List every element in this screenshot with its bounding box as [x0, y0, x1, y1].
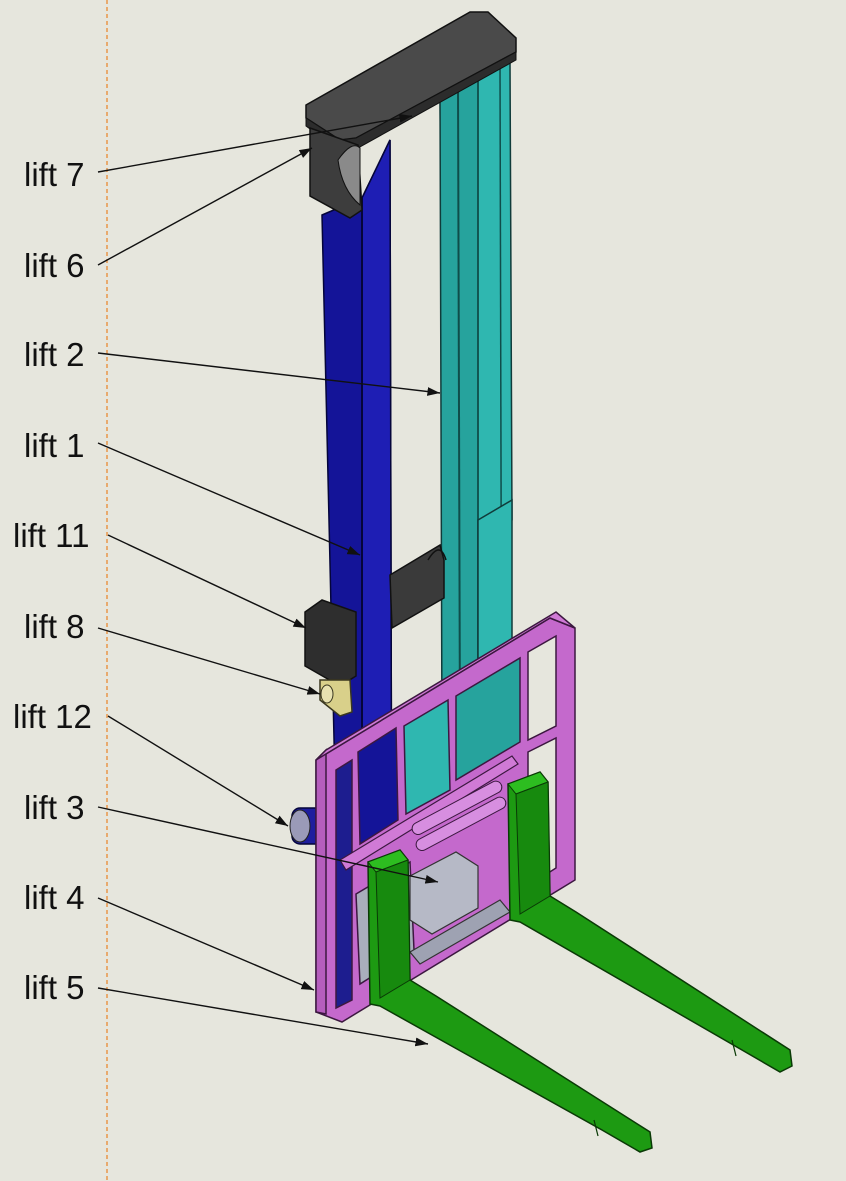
leader-lift-1 — [97, 442, 361, 556]
leader-lift-6 — [97, 147, 313, 266]
leader-lines — [97, 113, 441, 1047]
leader-lift-3 — [97, 806, 439, 884]
load-block — [409, 851, 511, 965]
leader-lift-5 — [97, 987, 429, 1047]
label-lift-7: lift 7 — [24, 156, 85, 193]
carriage-crossbars — [339, 755, 519, 871]
label-lift-3: lift 3 — [24, 789, 85, 826]
leader-lift-12 — [107, 715, 289, 827]
leader-lift-11 — [107, 534, 307, 629]
top-plate — [305, 11, 517, 219]
label-lift-5: lift 5 — [24, 969, 85, 1006]
fork-right — [507, 771, 793, 1073]
leader-lift-8 — [97, 627, 321, 695]
label-lift-8: lift 8 — [24, 608, 85, 645]
leader-lift-7 — [97, 113, 413, 173]
label-lift-1: lift 1 — [24, 427, 85, 464]
bracket-lift-8 — [319, 679, 353, 717]
label-lift-12: lift 12 — [13, 698, 92, 735]
label-lift-11: lift 11 — [13, 517, 89, 554]
cross-brace — [389, 543, 447, 630]
callout-labels: lift 7 lift 6 lift 2 lift 1 lift 11 lift… — [13, 156, 92, 1006]
block-lift-11 — [304, 599, 357, 687]
leader-lift-2 — [97, 352, 441, 396]
label-lift-6: lift 6 — [24, 247, 85, 284]
leader-lift-4 — [97, 897, 315, 991]
fork-left — [367, 849, 653, 1153]
label-lift-4: lift 4 — [24, 879, 85, 916]
label-lift-2: lift 2 — [24, 336, 85, 373]
